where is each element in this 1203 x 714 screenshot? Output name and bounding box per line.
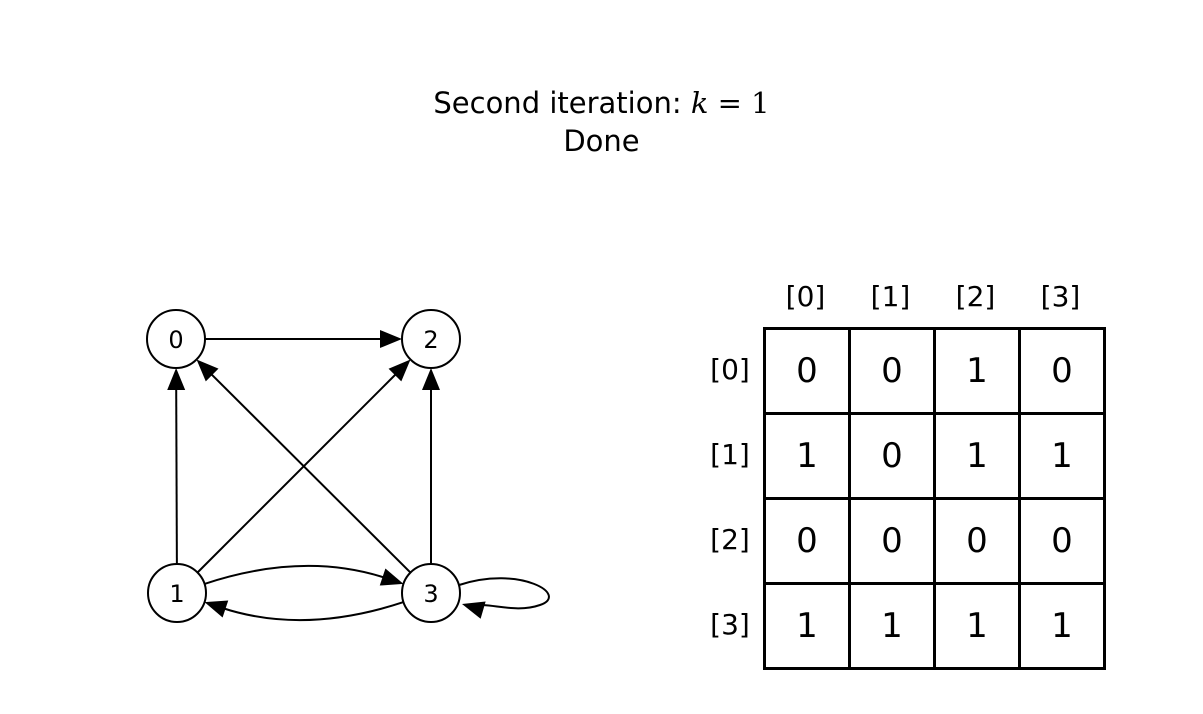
edge-3-to-0 (196, 359, 412, 574)
matrix-cell: 1 (848, 582, 936, 670)
edge-curve (221, 601, 404, 622)
edges-layer (167, 330, 550, 622)
node-circle (146, 309, 206, 369)
matrix-cell: 0 (848, 327, 936, 415)
matrix-cell: 0 (763, 327, 851, 415)
matrix-cell: 0 (1018, 327, 1106, 415)
edge-3-to-3 (458, 577, 550, 619)
status-text: Done (563, 124, 640, 158)
node-circle (401, 563, 461, 623)
matrix-cell: 1 (763, 582, 851, 670)
edge-line (208, 371, 412, 574)
row-header: [1] (710, 438, 750, 471)
matrix-cell: 1 (933, 327, 1021, 415)
row-header: [0] (710, 353, 750, 386)
edge-line (175, 385, 178, 565)
node-label: 2 (423, 326, 438, 354)
node-label: 1 (169, 580, 184, 608)
row-header: [2] (710, 523, 750, 556)
column-header: [3] (1040, 280, 1081, 313)
edge-curve (204, 564, 387, 585)
iteration-prefix: Second iteration: (433, 86, 691, 120)
arrowhead (167, 367, 186, 391)
arrowhead (422, 368, 440, 390)
iteration-value: 1 (751, 86, 770, 120)
arrowhead (380, 330, 402, 348)
node-circle (147, 563, 207, 623)
node-label: 0 (168, 326, 183, 354)
matrix-cell: 1 (933, 582, 1021, 670)
column-header: [2] (955, 280, 996, 313)
arrowhead (462, 601, 486, 619)
arrowhead (196, 359, 219, 382)
matrix-cell: 1 (763, 412, 851, 500)
matrix-cell: 0 (1018, 497, 1106, 585)
matrix-cell: 0 (763, 497, 851, 585)
edge-1-to-0 (167, 367, 186, 565)
directed-graph: 0 1 2 3 (146, 309, 550, 623)
edge-3-to-2 (422, 368, 440, 564)
iteration-equals: = (708, 86, 752, 120)
iteration-variable: k (690, 86, 709, 120)
matrix-cell: 1 (933, 412, 1021, 500)
matrix-cell: 1 (1018, 582, 1106, 670)
node-3: 3 (401, 563, 461, 623)
matrix-cell: 0 (933, 497, 1021, 585)
arrowhead (388, 359, 411, 382)
column-header: [0] (785, 280, 826, 313)
edge-3-to-1 (204, 600, 404, 622)
node-label: 3 (423, 580, 438, 608)
arrowhead (204, 600, 229, 618)
edge-1-to-2 (196, 359, 411, 574)
node-1: 1 (147, 563, 207, 623)
node-0: 0 (146, 309, 206, 369)
column-header: [1] (870, 280, 911, 313)
matrix-cell: 0 (848, 497, 936, 585)
row-header: [3] (710, 608, 750, 641)
title-block: Second iteration: k = 1 Done (0, 84, 1203, 160)
edge-line (196, 371, 399, 574)
edge-1-to-3 (204, 564, 404, 586)
matrix-cell: 1 (1018, 412, 1106, 500)
iteration-title: Second iteration: k = 1 (0, 84, 1203, 122)
node-2: 2 (401, 309, 461, 369)
matrix-cell: 0 (848, 412, 936, 500)
arrowhead (379, 568, 404, 586)
node-circle (401, 309, 461, 369)
edge-0-to-2 (205, 330, 402, 348)
nodes-layer: 0 1 2 3 (146, 309, 461, 623)
edge-loop (458, 577, 550, 610)
